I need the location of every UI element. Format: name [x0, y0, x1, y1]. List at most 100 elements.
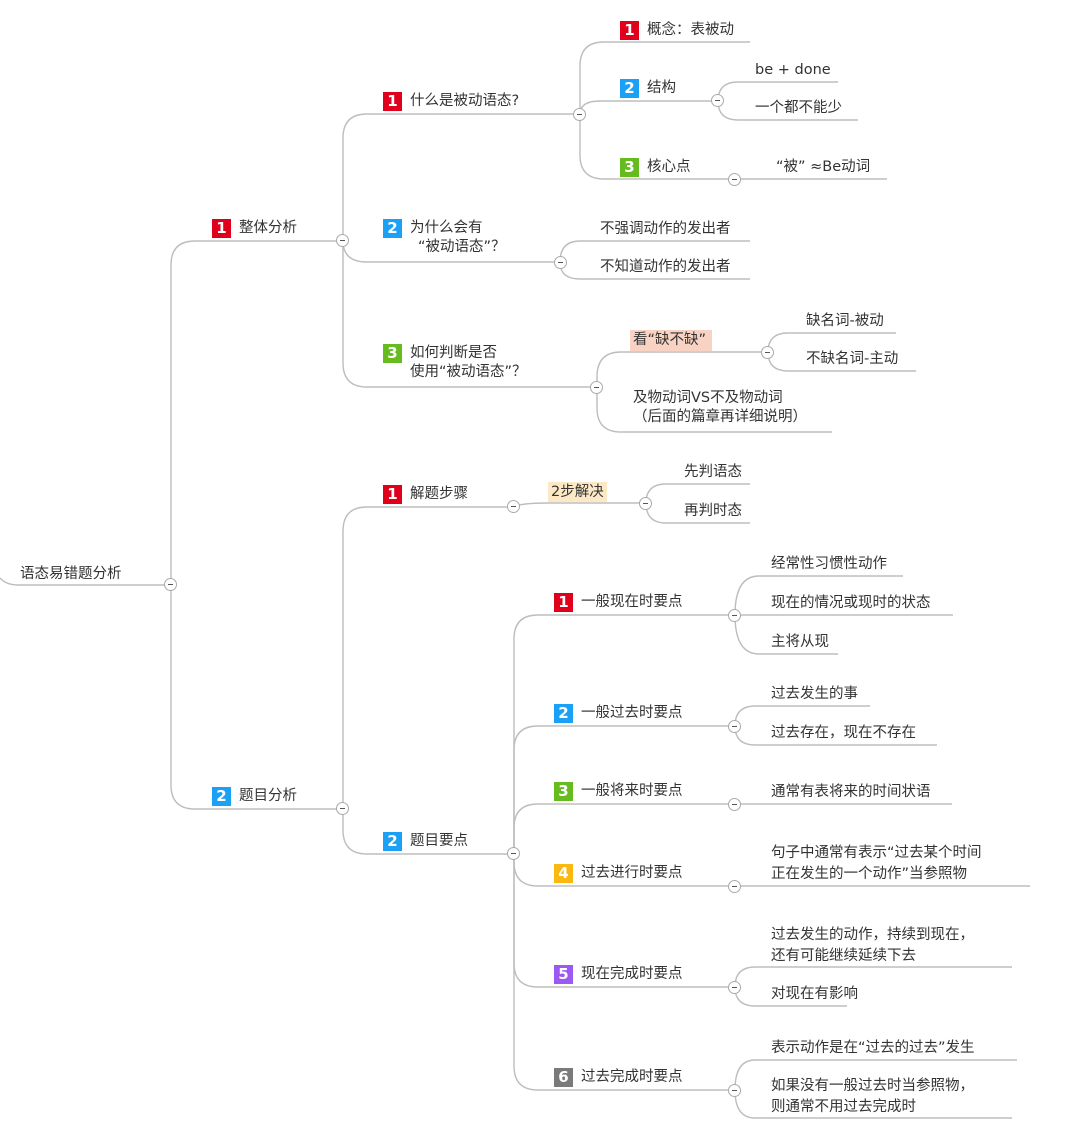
priority-1-icon: 1: [554, 593, 573, 612]
collapse-toggle-structure[interactable]: [711, 94, 724, 107]
node-label: 句子中通常有表示“过去某个时间正在发生的一个动作”当参照物: [771, 845, 982, 882]
leaf-continued-action[interactable]: 过去发生的动作，持续到现在，还有可能继续延续下去: [771, 925, 974, 967]
collapse-toggle-simple-future[interactable]: [728, 798, 741, 811]
node-past-progressive[interactable]: 4 过去进行时要点: [554, 864, 683, 883]
leaf-no-past-reference[interactable]: 如果没有一般过去时当参照物，则通常不用过去完成时: [771, 1076, 974, 1118]
branch-overall-analysis[interactable]: 1 整体分析: [212, 219, 297, 238]
leaf-future-time-adverbial[interactable]: 通常有表将来的时间状语: [771, 783, 931, 802]
node-label: 不强调动作的发出者: [600, 221, 731, 237]
node-label: 题目分析: [239, 788, 297, 804]
collapse-toggle-present-perfect[interactable]: [728, 981, 741, 994]
node-label: 概念：表被动: [647, 22, 734, 38]
leaf-not-emphasize[interactable]: 不强调动作的发出者: [600, 220, 731, 239]
leaf-affects-present[interactable]: 对现在有影响: [771, 985, 858, 1004]
priority-4-icon: 4: [554, 864, 573, 883]
node-label: 解题步骤: [410, 486, 468, 502]
collapse-toggle-key-points[interactable]: [507, 847, 520, 860]
collapse-toggle-question-analysis[interactable]: [336, 802, 349, 815]
node-label: 主将从现: [771, 634, 829, 650]
collapse-toggle-core-point[interactable]: [728, 173, 741, 186]
leaf-past-existed[interactable]: 过去存在，现在不存在: [771, 724, 916, 743]
node-label: 过去存在，现在不存在: [771, 725, 916, 741]
priority-1-icon: 1: [383, 485, 402, 504]
leaf-judge-voice[interactable]: 先判语态: [684, 463, 742, 482]
leaf-judge-tense[interactable]: 再判时态: [684, 502, 742, 521]
node-label: 看“缺不缺”: [633, 332, 707, 348]
node-transitive-verbs[interactable]: 及物动词VS不及物动词（后面的篇章再详细说明）: [633, 389, 807, 427]
node-label: 一般现在时要点: [581, 594, 683, 610]
priority-1-icon: 1: [620, 21, 639, 40]
node-label: 缺名词-被动: [806, 313, 884, 329]
leaf-past-of-past[interactable]: 表示动作是在“过去的过去”发生: [771, 1039, 975, 1058]
node-label: 过去发生的动作，持续到现在，还有可能继续延续下去: [771, 927, 974, 964]
node-label: 结构: [647, 80, 676, 96]
node-label: 核心点: [647, 159, 691, 175]
node-solving-steps[interactable]: 1 解题步骤: [383, 485, 468, 504]
node-key-points[interactable]: 2 题目要点: [383, 832, 468, 851]
node-label: be + done: [755, 62, 831, 78]
node-two-steps[interactable]: 2步解决: [548, 482, 607, 502]
leaf-past-event[interactable]: 过去发生的事: [771, 685, 858, 704]
node-label: 题目要点: [410, 833, 468, 849]
collapse-toggle-look-missing[interactable]: [761, 346, 774, 359]
collapse-toggle-root[interactable]: [164, 578, 177, 591]
node-label: 再判时态: [684, 503, 742, 519]
priority-5-icon: 5: [554, 965, 573, 984]
leaf-past-reference-action[interactable]: 句子中通常有表示“过去某个时间正在发生的一个动作”当参照物: [771, 843, 982, 885]
root-label: 语态易错题分析: [20, 566, 122, 582]
collapse-toggle-how-to-judge[interactable]: [590, 381, 603, 394]
collapse-toggle-past-progressive[interactable]: [728, 880, 741, 893]
collapse-toggle-overall[interactable]: [336, 234, 349, 247]
leaf-bei-be-verb[interactable]: “被” ≈Be动词: [776, 158, 870, 177]
node-label: 什么是被动语态?: [410, 93, 520, 109]
node-concept[interactable]: 1 概念：表被动: [620, 21, 734, 40]
leaf-main-future-sub-present[interactable]: 主将从现: [771, 633, 829, 652]
collapse-toggle-past-perfect[interactable]: [728, 1084, 741, 1097]
leaf-be-done[interactable]: be + done: [755, 61, 831, 80]
root-node[interactable]: 语态易错题分析: [20, 565, 122, 584]
node-what-is-passive[interactable]: 1 什么是被动语态?: [383, 92, 519, 111]
leaf-habitual-action[interactable]: 经常性习惯性动作: [771, 555, 887, 574]
leaf-unknown-doer[interactable]: 不知道动作的发出者: [600, 258, 731, 277]
priority-2-icon: 2: [620, 79, 639, 98]
node-label: 2步解决: [551, 484, 604, 500]
priority-2-icon: 2: [383, 832, 402, 851]
leaf-no-missing-noun-active[interactable]: 不缺名词-主动: [806, 350, 898, 369]
branch-question-analysis[interactable]: 2 题目分析: [212, 787, 297, 806]
node-simple-present[interactable]: 1 一般现在时要点: [554, 593, 683, 612]
node-label: 如何判断是否使用“被动语态”？: [410, 345, 527, 380]
priority-3-icon: 3: [554, 782, 573, 801]
node-label: 先判语态: [684, 464, 742, 480]
priority-2-icon: 2: [212, 787, 231, 806]
collapse-toggle-two-steps[interactable]: [639, 497, 652, 510]
collapse-toggle-solving-steps[interactable]: [507, 500, 520, 513]
node-look-missing[interactable]: 看“缺不缺”: [630, 330, 713, 351]
node-label: 过去进行时要点: [581, 865, 683, 881]
collapse-toggle-why-passive[interactable]: [554, 256, 567, 269]
collapse-toggle-simple-past[interactable]: [728, 720, 741, 733]
leaf-current-state[interactable]: 现在的情况或现时的状态: [771, 594, 931, 613]
collapse-toggle-what-is-passive[interactable]: [573, 108, 586, 121]
node-label: 不知道动作的发出者: [600, 259, 731, 275]
priority-3-icon: 3: [383, 344, 402, 363]
leaf-missing-noun-passive[interactable]: 缺名词-被动: [806, 312, 884, 331]
priority-2-icon: 2: [554, 704, 573, 723]
node-label: 一个都不能少: [755, 100, 842, 116]
node-how-to-judge[interactable]: 3 如何判断是否使用“被动语态”？: [383, 344, 527, 382]
collapse-toggle-simple-present[interactable]: [728, 609, 741, 622]
node-label: “被” ≈Be动词: [776, 159, 871, 175]
node-structure[interactable]: 2 结构: [620, 79, 676, 98]
node-label: 整体分析: [239, 220, 297, 236]
leaf-none-missing[interactable]: 一个都不能少: [755, 99, 842, 118]
node-label: 为什么会有“被动语态”？: [410, 220, 506, 255]
priority-1-icon: 1: [212, 219, 231, 238]
node-label: 现在的情况或现时的状态: [771, 595, 931, 611]
priority-1-icon: 1: [383, 92, 402, 111]
